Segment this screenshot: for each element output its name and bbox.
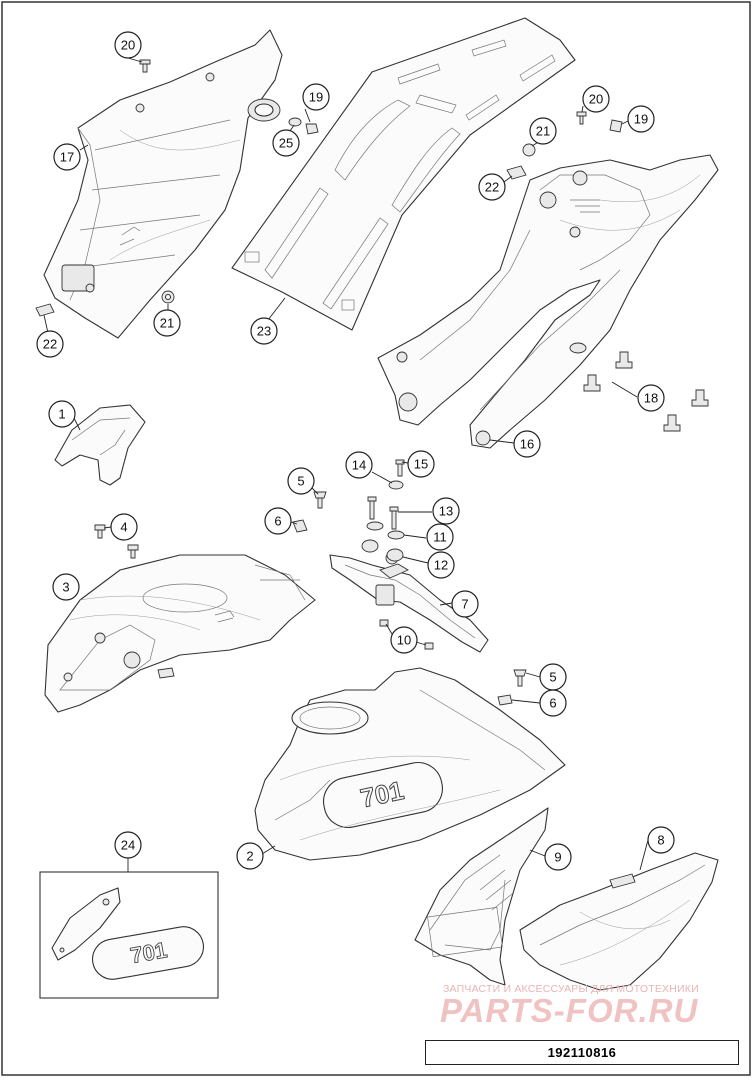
callout-4: 4 [110, 513, 138, 541]
svg-text:6: 6 [274, 514, 281, 529]
callout-1: 1 [48, 400, 76, 428]
callout-21-right: 21 [529, 117, 557, 145]
svg-text:22: 22 [43, 337, 57, 352]
part-9-inner-panel [414, 807, 549, 986]
svg-text:7: 7 [461, 597, 468, 612]
callout-16: 16 [513, 430, 541, 458]
callout-22-left: 22 [36, 330, 64, 358]
svg-text:17: 17 [60, 150, 74, 165]
watermark-tagline: ЗАПЧАСТИ И АКСЕССУАРЫ ДЛЯ МОТОТЕХНИКИ [443, 983, 699, 995]
svg-text:14: 14 [352, 458, 366, 473]
callout-18: 18 [637, 384, 665, 412]
svg-text:21: 21 [536, 124, 550, 139]
svg-text:4: 4 [120, 520, 127, 535]
part-23-protective-film [231, 17, 576, 331]
svg-text:19: 19 [309, 90, 323, 105]
svg-text:20: 20 [121, 38, 135, 53]
callout-22-right: 22 [478, 173, 506, 201]
drawing-number: 192110816 [425, 1040, 739, 1065]
svg-text:11: 11 [433, 530, 447, 545]
part-3-tank-cover [44, 554, 316, 713]
part-16-rear-body [377, 154, 719, 449]
svg-text:24: 24 [121, 838, 135, 853]
callout-7: 7 [451, 590, 479, 618]
svg-text:3: 3 [62, 580, 69, 595]
callout-8: 8 [647, 826, 675, 854]
callout-11: 11 [426, 523, 454, 551]
callout-17: 17 [53, 143, 81, 171]
svg-text:2: 2 [246, 849, 253, 864]
svg-text:19: 19 [634, 112, 648, 127]
svg-text:12: 12 [434, 558, 448, 573]
callout-20-right: 20 [582, 85, 610, 113]
leader-lines [43, 57, 649, 871]
svg-text:6: 6 [549, 696, 556, 711]
svg-text:5: 5 [549, 670, 556, 685]
callout-5-bottom: 5 [539, 663, 567, 691]
callout-15: 15 [407, 450, 435, 478]
callout-9: 9 [544, 843, 572, 871]
svg-text:15: 15 [414, 457, 428, 472]
svg-text:5: 5 [297, 474, 304, 489]
callout-14: 14 [345, 451, 373, 479]
part-24-emblem-set [39, 856, 219, 999]
callout-25: 25 [272, 129, 300, 157]
part-2-side-panel [254, 667, 566, 861]
svg-text:10: 10 [397, 633, 411, 648]
svg-text:20: 20 [589, 92, 603, 107]
svg-text:22: 22 [485, 180, 499, 195]
callout-19-left: 19 [302, 83, 330, 111]
callout-12: 12 [427, 551, 455, 579]
svg-text:9: 9 [554, 850, 561, 865]
part-8-side-panel [519, 852, 719, 991]
callout-5-top: 5 [287, 467, 315, 495]
callout-19-right: 19 [627, 105, 655, 133]
svg-text:25: 25 [279, 136, 293, 151]
callout-13: 13 [432, 497, 460, 525]
part-1-cap [54, 404, 146, 486]
svg-text:16: 16 [520, 437, 534, 452]
svg-text:13: 13 [439, 504, 453, 519]
callout-2: 2 [236, 842, 264, 870]
callout-21-left: 21 [153, 309, 181, 337]
svg-text:1: 1 [58, 407, 65, 422]
callout-23: 23 [250, 317, 278, 345]
svg-text:8: 8 [657, 833, 664, 848]
svg-text:23: 23 [257, 324, 271, 339]
callout-6-top: 6 [264, 507, 292, 535]
part-17-side-cover [43, 29, 283, 339]
callout-24: 24 [114, 831, 142, 859]
svg-text:18: 18 [644, 391, 658, 406]
hardware-fasteners [35, 59, 709, 706]
callout-3: 3 [52, 573, 80, 601]
svg-text:21: 21 [160, 316, 174, 331]
watermark-logo: PARTS-FOR.RU [440, 992, 699, 1029]
callout-10: 10 [390, 626, 418, 654]
callout-6-bottom: 6 [539, 689, 567, 717]
callout-20-top-left: 20 [114, 31, 142, 59]
